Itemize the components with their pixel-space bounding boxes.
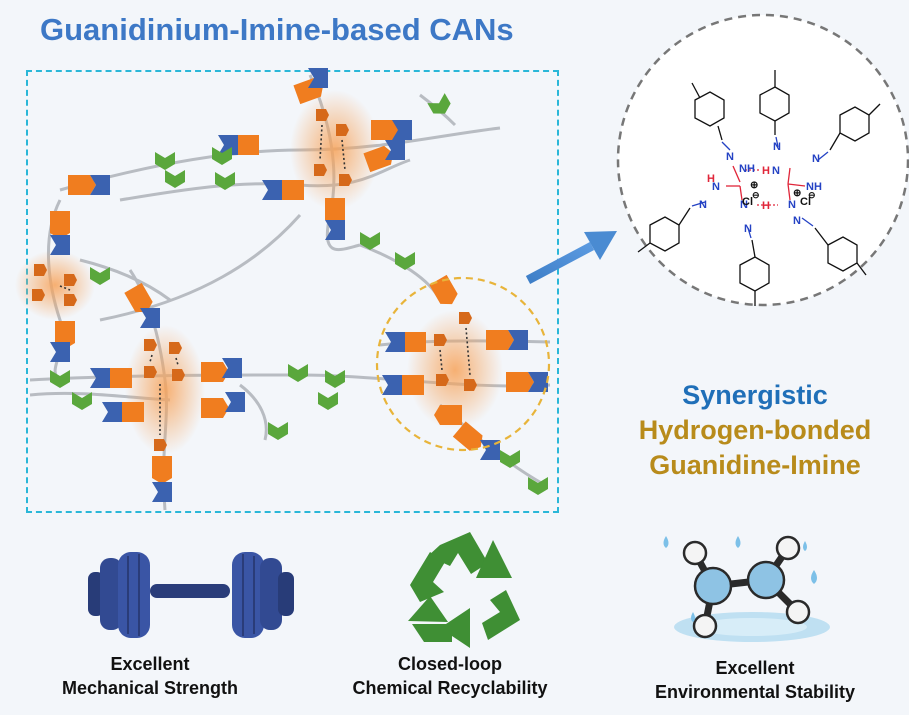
svg-text:H: H [707, 173, 715, 185]
guanidinium-molecule [637, 70, 881, 306]
caption-line2: Environmental Stability [654, 682, 856, 702]
svg-text:H: H [762, 200, 770, 212]
svg-text:H: H [762, 165, 770, 177]
molecule-water-icon [663, 535, 830, 642]
svg-text:NH: NH [739, 163, 755, 175]
svg-text:N: N [812, 153, 820, 165]
dumbbell-icon [88, 552, 294, 638]
page-title: Guanidinium-Imine-based CANs [40, 12, 514, 47]
svg-text:N: N [740, 199, 748, 211]
caption-line1: Closed-loop [398, 654, 502, 674]
svg-text:N: N [744, 223, 752, 235]
svg-text:N: N [726, 151, 734, 163]
hydrogen-bond-dots [59, 124, 471, 435]
svg-text:NH: NH [806, 181, 822, 193]
guanidine-imine-label: Guanidine-Imine [649, 450, 861, 480]
svg-text:⊖: ⊖ [808, 190, 816, 200]
svg-text:N: N [793, 215, 801, 227]
synergistic-label: Synergistic [682, 380, 828, 410]
molecule-atom-labels: N NH N N N NH N N N N N N H H H Cl Cl ⊕ … [699, 141, 822, 235]
mechanical-strength-caption: Excellent Mechanical Strength [40, 652, 260, 700]
caption-line1: Excellent [110, 654, 190, 674]
svg-text:⊕: ⊕ [793, 188, 801, 199]
svg-text:⊕: ⊕ [750, 180, 758, 191]
svg-text:N: N [772, 165, 780, 177]
svg-text:N: N [773, 141, 781, 153]
zoom-arrow [525, 231, 617, 284]
hydrogen-bonded-label: Hydrogen-bonded [638, 415, 872, 445]
svg-text:⊖: ⊖ [752, 190, 760, 200]
svg-text:Cl: Cl [742, 196, 753, 208]
caption-line2: Chemical Recyclability [352, 678, 548, 698]
highlight-circle [375, 276, 551, 452]
svg-text:Cl: Cl [800, 196, 811, 208]
molecule-zoom-circle [616, 13, 909, 307]
svg-text:N: N [712, 181, 720, 193]
caption-line1: Excellent [715, 658, 795, 678]
recycle-icon [408, 532, 520, 648]
environmental-stability-caption: Excellent Environmental Stability [625, 656, 885, 704]
svg-text:N: N [788, 199, 796, 211]
chemical-recyclability-caption: Closed-loop Chemical Recyclability [320, 652, 580, 700]
svg-text:N: N [699, 199, 707, 211]
caption-line2: Mechanical Strength [61, 678, 239, 698]
